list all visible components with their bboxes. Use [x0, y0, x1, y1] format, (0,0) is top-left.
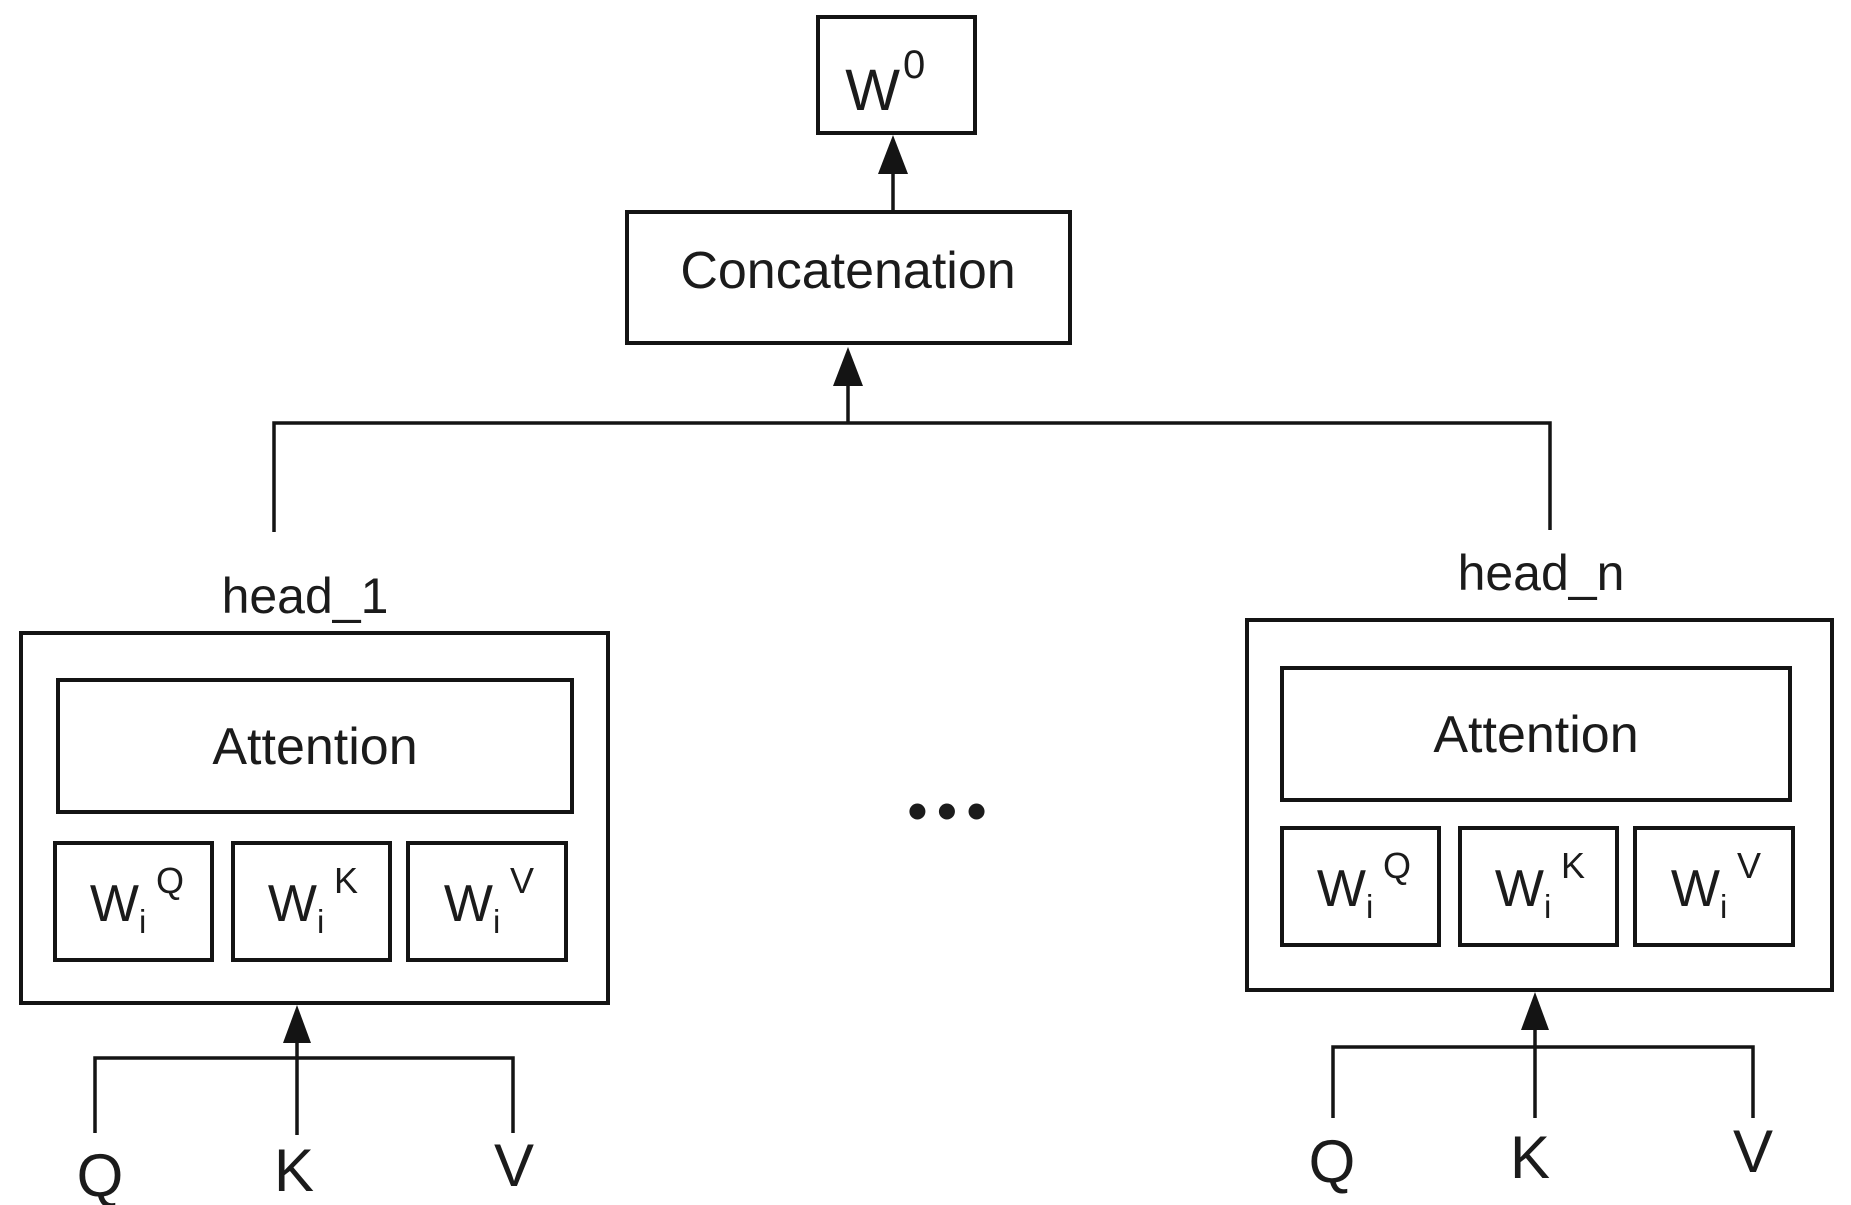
- head-n-group: Attention W i Q W i K W i V: [1245, 618, 1834, 992]
- head-1-input-k: K: [274, 1137, 314, 1204]
- head-n-wq-rect: [1280, 826, 1441, 947]
- head-1-wk-rect: [231, 841, 392, 962]
- head-n-wq-sub: i: [1366, 888, 1373, 925]
- head-n-wk-base: W: [1495, 860, 1544, 918]
- arrow-concat-to-output: [878, 135, 908, 212]
- more-heads-ellipsis: •••: [908, 779, 997, 842]
- head-1-input-q: Q: [77, 1142, 124, 1205]
- output-weight-box: W 0: [816, 15, 977, 135]
- head-n-wk-sub: i: [1544, 888, 1551, 925]
- head-n-input-k: K: [1510, 1124, 1550, 1191]
- head-n-wv-base: W: [1671, 860, 1720, 918]
- head-1-group: Attention W i Q W i K W i V: [19, 631, 610, 1005]
- head-1-wq-sup: Q: [156, 860, 184, 901]
- head-1-wk-sup: K: [334, 860, 358, 901]
- concatenation-rect: [625, 210, 1072, 345]
- concatenation-label: Concatenation: [680, 242, 1015, 300]
- head-1-title: head_1: [222, 568, 389, 624]
- head-1-input-lines: [93, 1005, 515, 1135]
- head-1-wq-base: W: [90, 875, 139, 933]
- head-n-input-v: V: [1733, 1118, 1773, 1185]
- head-1-attention-rect: [56, 678, 574, 814]
- concatenation-box: Concatenation: [625, 210, 1072, 345]
- head-1-wk-sub: i: [317, 903, 324, 940]
- head-1-attention-label: Attention: [212, 718, 417, 776]
- head-n-input-q: Q: [1309, 1128, 1356, 1195]
- head-1-wq-rect: [53, 841, 214, 962]
- head-n-attention-label: Attention: [1433, 706, 1638, 764]
- head-1-wv-rect: [406, 841, 568, 962]
- output-weight-base: W: [845, 58, 900, 123]
- head-1-input-v: V: [494, 1132, 534, 1199]
- head-n-input-lines: [1331, 992, 1755, 1118]
- head-n-wv-rect: [1633, 826, 1795, 947]
- head-n-attention-rect: [1280, 666, 1792, 802]
- head-n-wq-sup: Q: [1383, 845, 1411, 886]
- head-n-wk-rect: [1458, 826, 1619, 947]
- head-n-wv-sub: i: [1720, 888, 1727, 925]
- head-n-wq-base: W: [1317, 860, 1366, 918]
- arrow-heads-to-concat: [833, 347, 863, 423]
- head-1-wv-sub: i: [493, 903, 500, 940]
- head-1-wq-sub: i: [139, 903, 146, 940]
- head-n-wv-sup: V: [1737, 845, 1761, 886]
- head-1-wk-base: W: [268, 875, 317, 933]
- head-n-title: head_n: [1458, 545, 1625, 601]
- output-weight-superscript: 0: [903, 43, 925, 87]
- branch-connector: [272, 421, 1552, 532]
- head-1-wv-sup: V: [510, 860, 534, 901]
- head-n-wk-sup: K: [1561, 845, 1585, 886]
- output-weight-rect: [816, 15, 977, 135]
- head-1-wv-base: W: [444, 875, 493, 933]
